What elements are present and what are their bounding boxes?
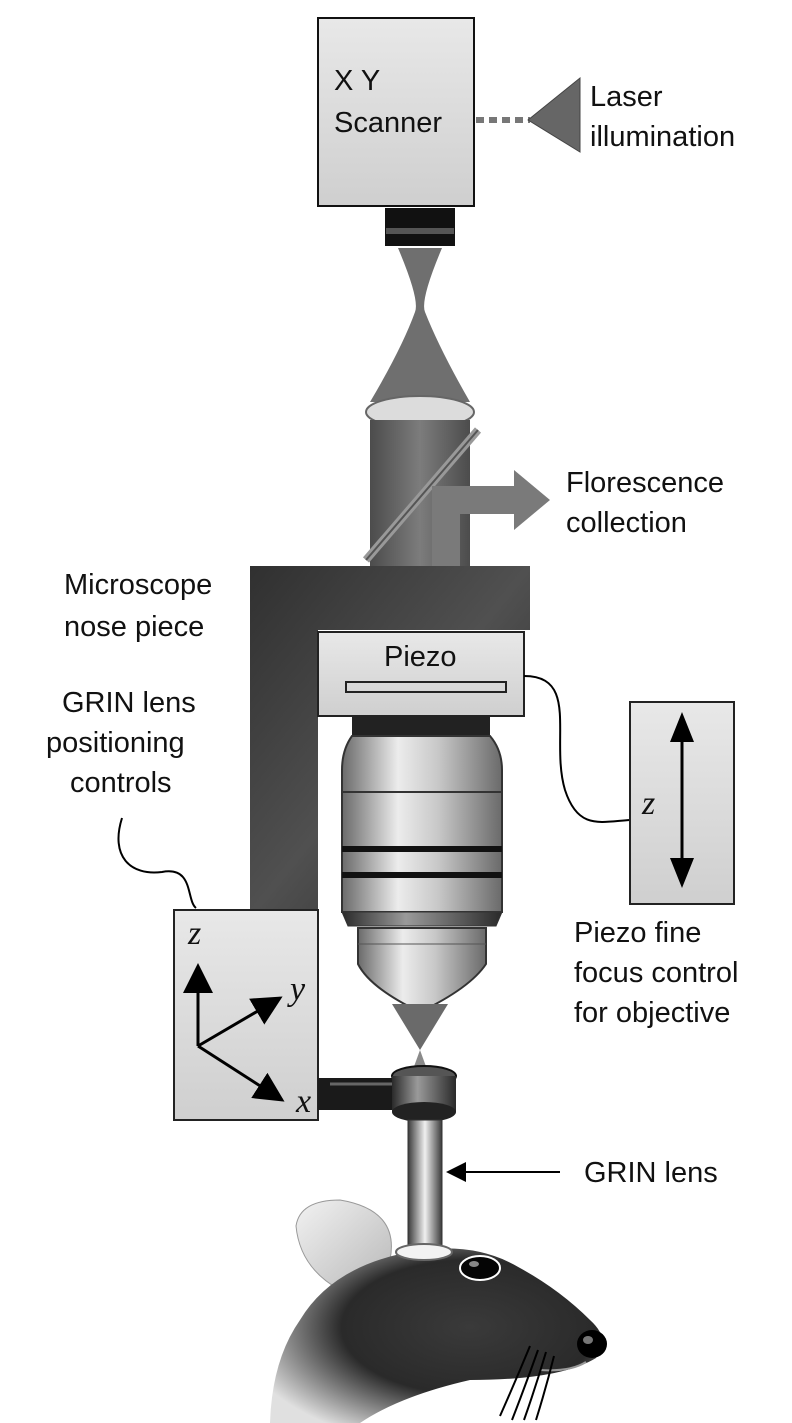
grin-controls-label-line3: controls [70,767,172,799]
scanner-label-line2: Scanner [334,107,442,139]
grin-implant-site [395,1243,453,1261]
mouse-whiskers [499,1345,555,1421]
piezo-focus-label-line1: Piezo fine [574,917,701,949]
grin-clamp-arm [318,1078,400,1110]
fluorescence-label-line2: collection [566,507,687,539]
laser-label-line2: illumination [590,121,735,153]
scanner-output [385,208,455,246]
piezo-label: Piezo [384,641,457,673]
objective-focus-cone [392,1004,448,1050]
scanner-box [317,17,475,207]
objective-base [341,911,503,927]
objective-band-2 [342,872,502,878]
mouse-mouth [539,1361,587,1372]
fluorescence-arrow [432,470,550,568]
piezo-focus-label-line2: focus control [574,957,738,989]
piezo-z-axis-label: z [641,785,655,822]
piezo-block [317,631,525,717]
laser-label-line1: Laser [590,81,663,113]
piezo-element [345,681,507,693]
stage-x-axis [197,1044,285,1102]
stage-x-label: x [295,1083,311,1120]
scanner-label-line1: X Y [334,65,380,97]
stage-y-label: y [287,971,306,1008]
grin-lens-rod [407,1119,443,1249]
down-arrow-icon [670,858,694,888]
objective-body [341,735,503,913]
up-arrow-icon [670,712,694,742]
mouse-nose [577,1330,607,1358]
laser-focus-cone [370,248,470,402]
stage-z-label: z [187,915,201,952]
grin-lens-label: GRIN lens [584,1157,718,1189]
piezo-focus-label-line3: for objective [574,997,730,1029]
grin-controls-label-line1: GRIN lens [62,687,196,719]
objective-collar [352,716,490,736]
grin-controls-label-line2: positioning [46,727,185,759]
stage-y-axis [197,996,283,1048]
nosepiece-label-line1: Microscope [64,569,212,601]
mouse-head [270,1248,603,1423]
piezo-cable [523,675,631,823]
mouse-eye [459,1255,501,1281]
objective-tip [357,927,487,1014]
laser-triangle-icon [527,76,581,153]
microscope-nosepiece [250,566,530,916]
grin-controls-cable [117,817,197,909]
fluorescence-label-line1: Florescence [566,467,724,499]
objective-band-1 [342,846,502,852]
nosepiece-label-line2: nose piece [64,611,204,643]
